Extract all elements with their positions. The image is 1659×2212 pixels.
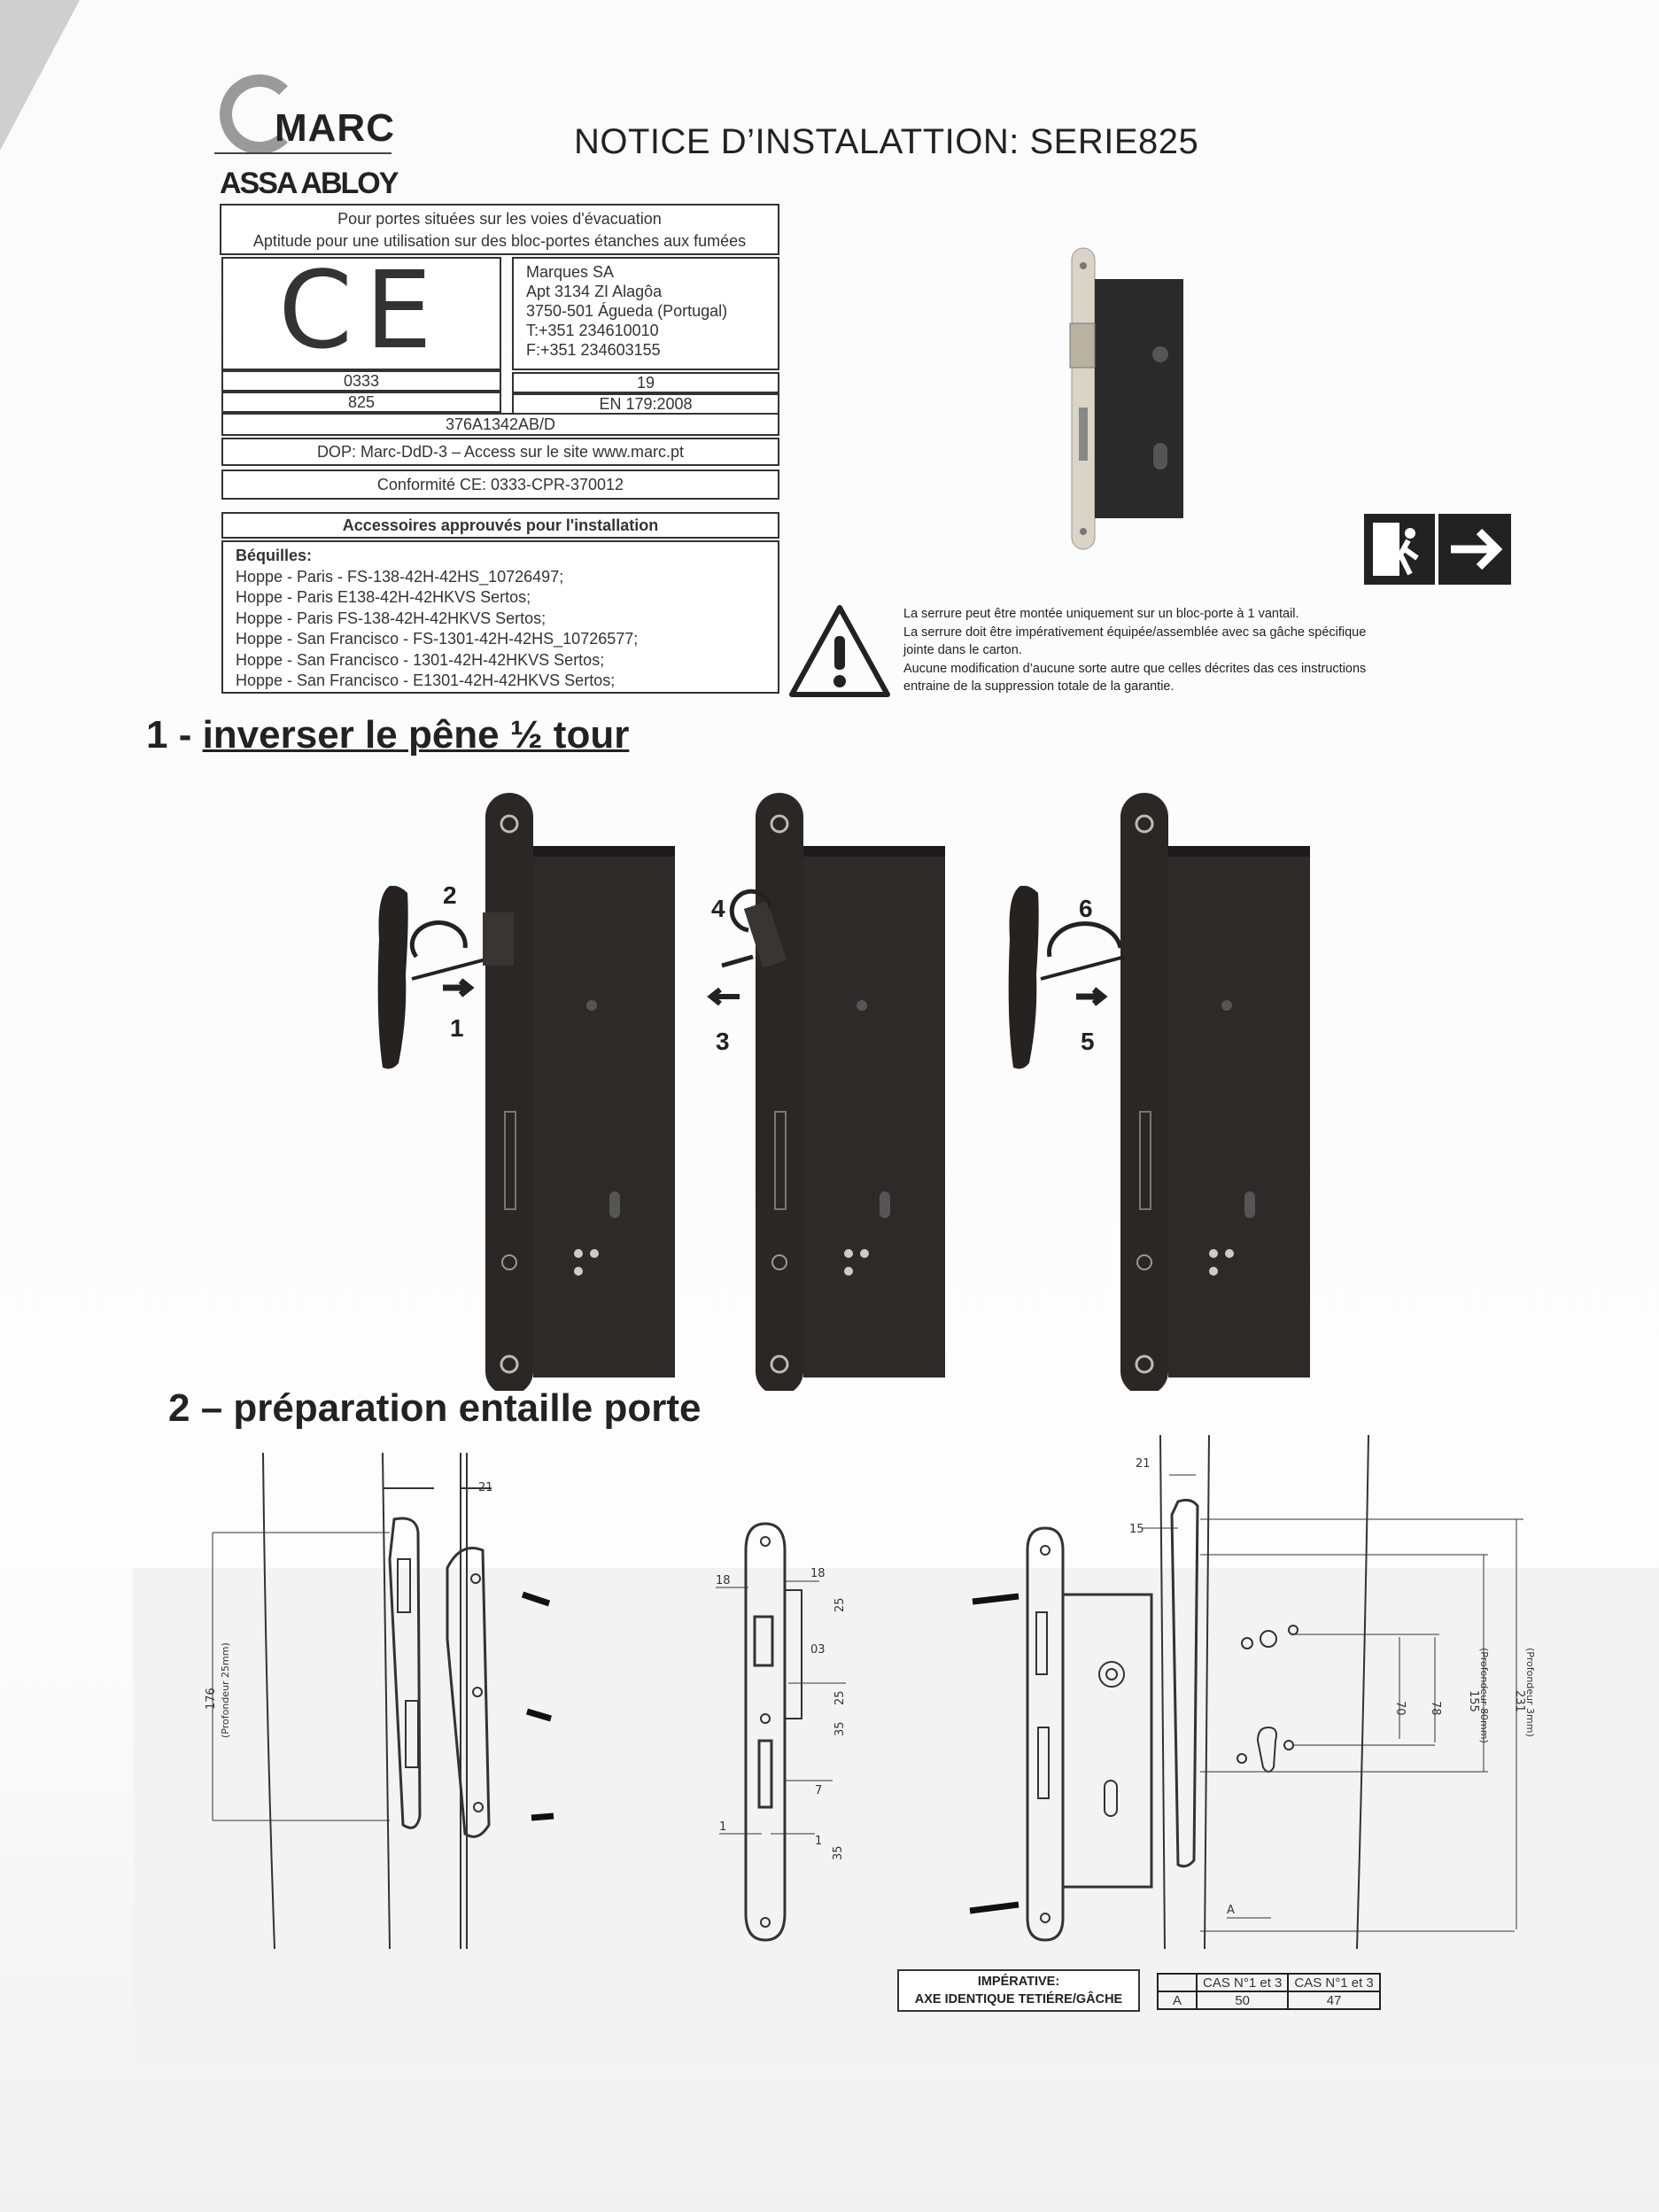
step-6-label: 6 [1079,895,1093,922]
cas-table: CAS N°1 et 3 CAS N°1 et 3 A 50 47 [1157,1973,1381,2010]
address-line: Marques SA [526,263,615,281]
address-line: Apt 3134 ZI Alagôa [526,283,663,300]
step-5-label: 5 [1081,1028,1095,1055]
warning-triangle-icon [789,605,890,697]
accessory-item: Hoppe - Paris E138-42H-42HKVS Sertos; [236,588,531,606]
imperative-note: IMPÉRATIVE: AXE IDENTIQUE TETIÉRE/GÂCHE [897,1969,1140,2012]
step-4-label: 4 [711,895,725,922]
warning-line: La serrure peut être montée uniquement s… [903,607,1299,621]
warning-line: entraine de la suppression totale de la … [903,679,1174,694]
dim-15: 15 [1129,1523,1144,1536]
dim-176: 176 [205,1688,218,1710]
warning-line: Aucune modification d’aucune sorte autre… [903,661,1367,676]
table-row: A 50 47 [1157,1991,1381,2010]
manufacturer-address: Marques SA Apt 3134 ZI Alagôa 3750-501 Á… [512,257,779,370]
dim-155: 155 [1467,1690,1480,1712]
dim-7: 7 [815,1784,822,1797]
imperative-line2: AXE IDENTIQUE TETIÉRE/GÂCHE [914,1992,1123,2006]
dim-25-top: 25 [833,1597,847,1612]
logo-underline [214,152,391,154]
ce-mark: CE [278,250,445,373]
lock-diagram-2 [756,793,945,1391]
table-header-cell [1157,1973,1198,1992]
dim-depth-80: (Profondeur 80mm) [1478,1648,1490,1743]
accessory-item: Hoppe - San Francisco - 1301-42H-42HKVS … [236,650,605,669]
notified-body-cell: 0333 [221,370,501,392]
address-line: T:+351 234610010 [526,322,659,339]
table-cell: 47 [1287,1991,1381,2010]
warning-line: jointe dans le carton. [903,643,1022,657]
dim-35-bottom: 35 [832,1845,845,1860]
logo-brand: MARC [275,106,395,150]
lock-diagram-3 [1120,793,1310,1391]
address-line: F:+351 234603155 [526,341,661,359]
pene-reversal-diagrams: 2 1 4 3 6 5 [0,780,1659,1391]
standard-cell: EN 179:2008 [512,393,779,415]
dim-25: 25 [833,1690,847,1705]
series-cell: 825 [221,392,501,413]
dim-231: 231 [1513,1690,1526,1712]
dim-03: 03 [810,1643,826,1657]
lock-diagram-1 [485,793,675,1391]
warning-line: La serrure doit être impérativement équi… [903,625,1367,640]
dim-35: 35 [833,1721,847,1736]
ce-mark-box: CE [221,257,501,370]
accessories-title: Accessoires approuvés pour l'installatio… [221,512,779,539]
lock-product-photo [1069,247,1183,550]
step-1-label: 1 [450,1014,464,1042]
accessory-item: Hoppe - San Francisco - FS-1301-42H-42HS… [236,630,639,648]
section-2-heading: 2 – préparation entaille porte [168,1386,702,1430]
accessory-item: Hoppe - San Francisco - E1301-42H-42HKVS… [236,671,616,689]
dim-21: 21 [478,1481,493,1494]
dop-cell: DOP: Marc-DdD-3 – Access sur le site www… [221,438,779,466]
accessories-subtitle: Béquilles: [236,547,313,564]
table-cell: 50 [1195,1991,1290,2010]
accessories-list: Béquilles: Hoppe - Paris - FS-138-42H-42… [221,540,779,694]
imperative-line1: IMPÉRATIVE: [977,1975,1060,1989]
scan-corner-shadow [0,0,80,151]
warning-text: La serrure peut être montée uniquement s… [903,605,1366,696]
emergency-exit-sign-icon [1364,514,1511,585]
dim-21-right: 21 [1136,1457,1151,1471]
dim-18-left: 18 [716,1574,731,1587]
table-cell: A [1157,1991,1198,2010]
section-1-title: inverser le pêne ½ tour [202,713,630,757]
page-title: NOTICE D’INSTALATTION: SERIE825 [574,122,1199,161]
address-line: 3750-501 Águeda (Portugal) [526,302,728,320]
table-header-cell: CAS N°1 et 3 [1287,1973,1381,1992]
logo-group: ASSA ABLOY [220,167,399,200]
t-key-icon [378,886,408,1069]
conformity-cell: Conformité CE: 0333-CPR-370012 [221,470,779,500]
dim-depth-25: (Profondeur 25mm) [220,1642,231,1738]
ce-header-box: Pour portes situées sur les voies d'évac… [220,204,779,255]
table-header-cell: CAS N°1 et 3 [1195,1973,1290,1992]
step-2-label: 2 [443,881,457,909]
section-1-number: 1 - [146,713,203,757]
dim-18-right: 18 [810,1567,826,1580]
dim-78: 78 [1429,1701,1442,1716]
accessory-item: Hoppe - Paris - FS-138-42H-42HS_10726497… [236,567,564,586]
ce-header-line1: Pour portes situées sur les voies d'évac… [337,210,662,228]
year-cell: 19 [512,372,779,393]
step-3-label: 3 [716,1028,730,1055]
ce-header-line2: Aptitude pour une utilisation sur des bl… [252,232,747,250]
accessory-item: Hoppe - Paris FS-138-42H-42HKVS Sertos; [236,609,547,627]
dim-1-left: 1 [719,1820,726,1834]
dim-depth-3: (Profondeur 3mm) [1524,1648,1536,1737]
dim-1-right: 1 [815,1835,822,1848]
code-cell: 376A1342AB/D [221,413,779,436]
t-key-icon [1009,886,1039,1069]
dim-70: 70 [1393,1701,1407,1716]
table-header-row: CAS N°1 et 3 CAS N°1 et 3 [1157,1973,1381,1992]
section-1-heading: 1 - inverser le pêne ½ tour [146,713,629,757]
door-mortise-technical-drawings: 21 176 (Profondeur 25mm) 18 18 25 03 25 … [205,1435,1536,1949]
dim-a: A [1227,1904,1235,1917]
